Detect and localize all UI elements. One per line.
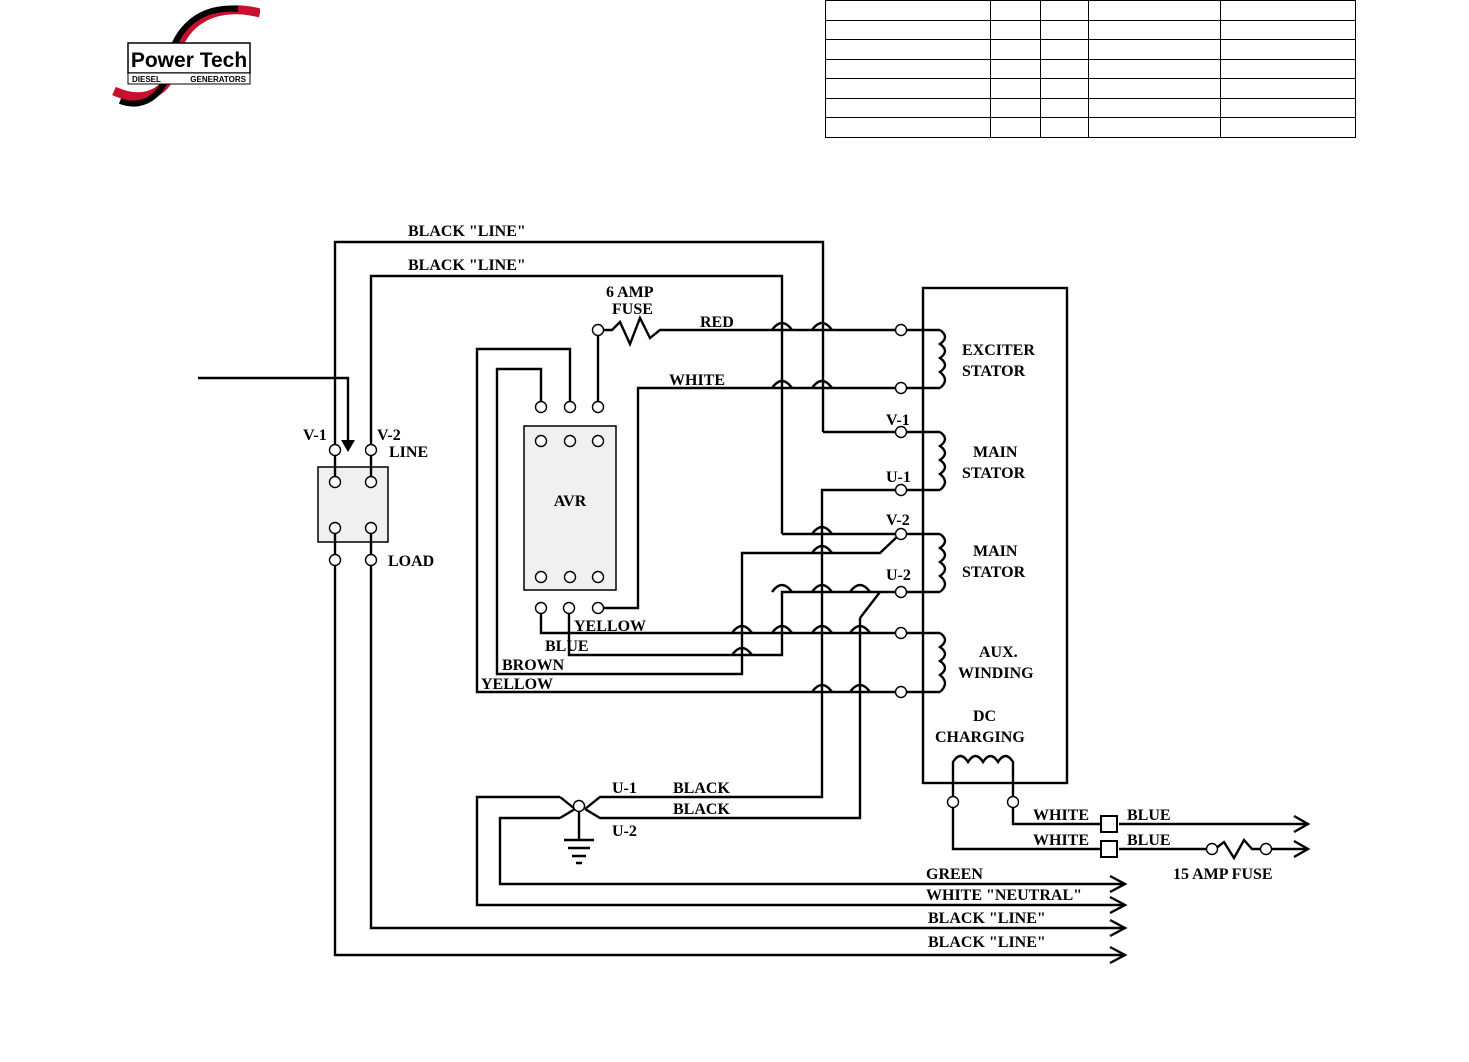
wire-avr-yellow bbox=[539, 608, 905, 635]
label-blue-out-1: BLUE bbox=[1127, 807, 1171, 824]
pointer-arrowhead bbox=[341, 440, 355, 452]
label-black-line-4: BLACK "LINE" bbox=[928, 934, 1046, 951]
label-v2-breaker: V-2 bbox=[377, 427, 401, 444]
label-u1-gen: U-1 bbox=[886, 469, 911, 486]
logo-plate bbox=[127, 42, 251, 74]
logo-tagline-bar bbox=[127, 72, 251, 85]
title-block-cell bbox=[1220, 117, 1356, 138]
label-exciter-1: EXCITER bbox=[962, 342, 1035, 359]
generator-terminals bbox=[894, 323, 908, 699]
logo-tagline-right: GENERATORS bbox=[190, 75, 246, 84]
title-block-row bbox=[825, 117, 1356, 138]
label-main1-1: MAIN bbox=[973, 444, 1018, 461]
label-v2-gen: V-2 bbox=[886, 512, 910, 529]
label-15a-fuse: 15 AMP FUSE bbox=[1173, 866, 1273, 883]
label-yellow-a: YELLOW bbox=[574, 618, 646, 635]
ground-icon bbox=[564, 799, 594, 865]
wire-black-line-inner bbox=[369, 274, 1125, 930]
breaker-box bbox=[317, 466, 389, 543]
label-6a-fuse-1: 6 AMP bbox=[606, 284, 654, 301]
wire-avr-brown-inner bbox=[495, 367, 901, 676]
label-aux-1: AUX. bbox=[979, 644, 1018, 661]
label-dc-1: DC bbox=[973, 708, 996, 725]
dc-charging-coil bbox=[946, 754, 1020, 809]
label-6a-fuse-2: FUSE bbox=[612, 301, 653, 318]
label-v1-gen: V-1 bbox=[886, 412, 910, 429]
label-avr: AVR bbox=[554, 493, 587, 510]
label-main2-2: STATOR bbox=[962, 564, 1026, 581]
label-brown: BROWN bbox=[502, 657, 565, 674]
label-black-line-3: BLACK "LINE" bbox=[928, 910, 1046, 927]
logo-tagline-left: DIESEL bbox=[132, 75, 161, 84]
label-load: LOAD bbox=[388, 553, 434, 570]
wire-red-fuse bbox=[596, 315, 905, 407]
wire-green bbox=[498, 807, 1125, 886]
label-aux-2: WINDING bbox=[958, 665, 1034, 682]
logo-brand-text: Power Tech bbox=[131, 49, 247, 72]
avr-terminals bbox=[534, 400, 605, 615]
wire-u1-black bbox=[584, 488, 905, 810]
title-block-row bbox=[825, 78, 1356, 99]
exciter-stator-coil bbox=[907, 328, 947, 390]
generator-box bbox=[921, 286, 1069, 785]
avr-box bbox=[523, 425, 617, 591]
label-black-line-1: BLACK "LINE" bbox=[408, 223, 526, 240]
power-tech-logo: Power Tech DIESEL GENERATORS bbox=[112, 5, 260, 107]
breaker-terminals bbox=[328, 443, 378, 567]
label-red: RED bbox=[700, 314, 734, 331]
label-white-out-1: WHITE bbox=[1033, 807, 1089, 824]
label-exciter-2: STATOR bbox=[962, 363, 1026, 380]
label-u2-bottom: U-2 bbox=[612, 823, 637, 840]
wire-avr-blue bbox=[567, 590, 900, 657]
label-u2-gen: U-2 bbox=[886, 567, 911, 584]
label-main2-1: MAIN bbox=[973, 543, 1018, 560]
wire-u2-black bbox=[584, 591, 881, 820]
label-blue-out-2: BLUE bbox=[1127, 832, 1171, 849]
dc-connectors bbox=[1100, 815, 1273, 858]
fuse-6a-terminal bbox=[591, 323, 605, 337]
label-v1-breaker: V-1 bbox=[303, 427, 327, 444]
wire-white-top bbox=[598, 386, 905, 610]
label-green: GREEN bbox=[926, 866, 983, 883]
label-black-2: BLACK bbox=[673, 801, 730, 818]
label-yellow-b: YELLOW bbox=[481, 676, 553, 693]
wire-black-line-outer bbox=[333, 240, 1125, 957]
wire-white-neutral bbox=[475, 795, 1125, 907]
main-stator-2-coil bbox=[907, 532, 947, 594]
wire-crossovers bbox=[731, 321, 871, 693]
wire-avr-yellow-outer bbox=[475, 347, 905, 694]
main-stator-1-coil bbox=[907, 430, 947, 492]
title-block-table bbox=[825, 0, 1356, 138]
wire-dc-white-blue-1 bbox=[1011, 808, 1308, 826]
label-dc-2: CHARGING bbox=[935, 729, 1025, 746]
label-main1-2: STATOR bbox=[962, 465, 1026, 482]
pointer-line bbox=[198, 376, 350, 442]
aux-winding-coil bbox=[907, 631, 947, 694]
label-black-line-2: BLACK "LINE" bbox=[408, 257, 526, 274]
label-black-1: BLACK bbox=[673, 780, 730, 797]
label-white-neutral: WHITE "NEUTRAL" bbox=[926, 887, 1082, 904]
label-line: LINE bbox=[389, 444, 428, 461]
label-white-out-2: WHITE bbox=[1033, 832, 1089, 849]
label-blue: BLUE bbox=[545, 638, 589, 655]
label-u1-bottom: U-1 bbox=[612, 780, 637, 797]
label-white-top: WHITE bbox=[669, 372, 725, 389]
output-arrowheads bbox=[1109, 814, 1311, 965]
